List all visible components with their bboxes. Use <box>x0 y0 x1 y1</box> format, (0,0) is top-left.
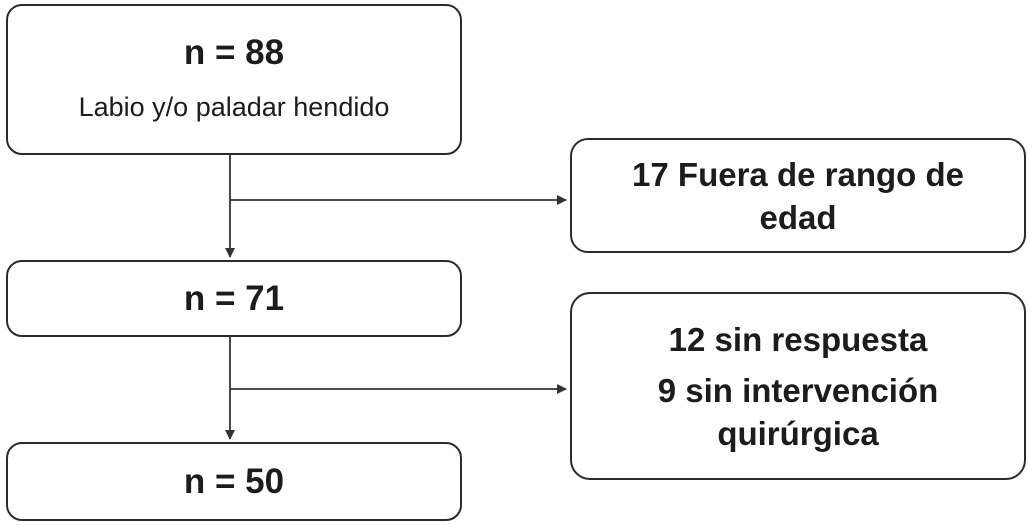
middle-count: n = 71 <box>183 278 285 318</box>
start-count: n = 88 <box>183 32 285 72</box>
start-box: n = 88 Labio y/o paladar hendido <box>6 4 462 155</box>
start-label: Labio y/o paladar hendido <box>78 91 390 122</box>
exclusion-second-line1: 12 sin respuesta <box>668 320 928 358</box>
final-box: n = 50 <box>6 442 462 521</box>
exclusion-box-second: 12 sin respuesta 9 sin intervención quir… <box>570 292 1026 480</box>
exclusion-second-line2: 9 sin intervención quirúrgica <box>657 371 939 452</box>
final-count: n = 50 <box>183 461 285 501</box>
middle-box: n = 71 <box>6 260 462 337</box>
exclusion-first-text: 17 Fuera de rango de edad <box>632 155 964 236</box>
exclusion-box-first: 17 Fuera de rango de edad <box>570 138 1026 253</box>
